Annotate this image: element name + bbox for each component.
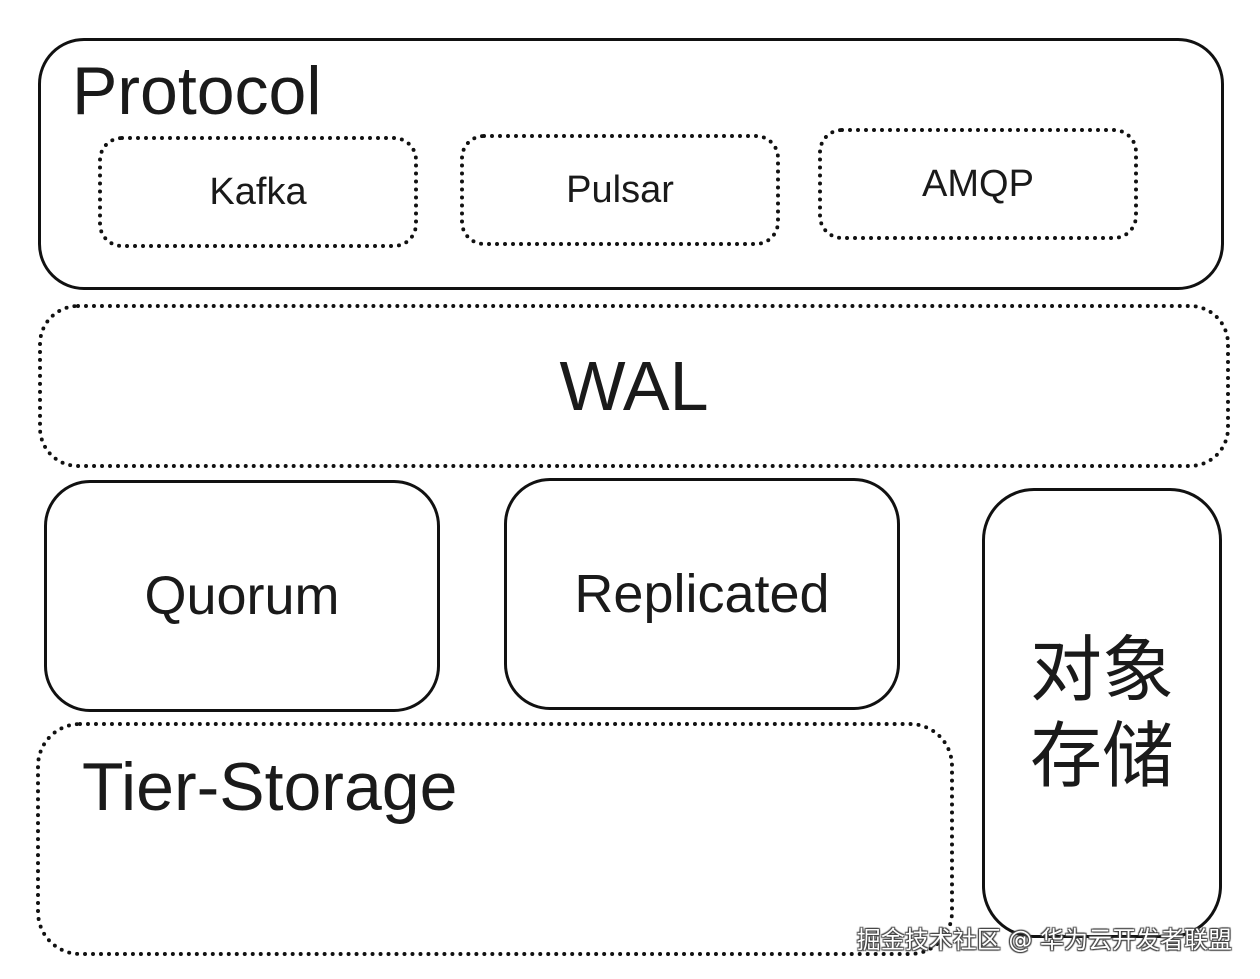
quorum-block: Quorum: [44, 480, 440, 712]
tier-storage-title: Tier-Storage: [82, 749, 458, 825]
protocol-title: Protocol: [72, 53, 322, 129]
object-storage-line1: 对象: [1029, 628, 1174, 712]
wal-layer: WAL: [38, 304, 1230, 468]
protocol-kafka-label: Kafka: [209, 170, 307, 213]
protocol-amqp: AMQP: [818, 128, 1138, 240]
replicated-title: Replicated: [574, 564, 830, 624]
protocol-pulsar: Pulsar: [460, 134, 780, 246]
protocol-pulsar-label: Pulsar: [566, 168, 674, 211]
wal-title: WAL: [559, 347, 709, 425]
tier-storage-block: [36, 722, 954, 956]
watermark: 掘金技术社区 @ 华为云开发者联盟: [856, 926, 1232, 954]
object-storage-line2: 存储: [1029, 714, 1174, 798]
protocol-amqp-label: AMQP: [922, 162, 1034, 205]
protocol-kafka: Kafka: [98, 136, 418, 248]
replicated-block: Replicated: [504, 478, 900, 710]
object-storage-block: 对象 存储: [982, 488, 1222, 938]
protocol-layer: [38, 38, 1224, 290]
quorum-title: Quorum: [144, 566, 340, 626]
